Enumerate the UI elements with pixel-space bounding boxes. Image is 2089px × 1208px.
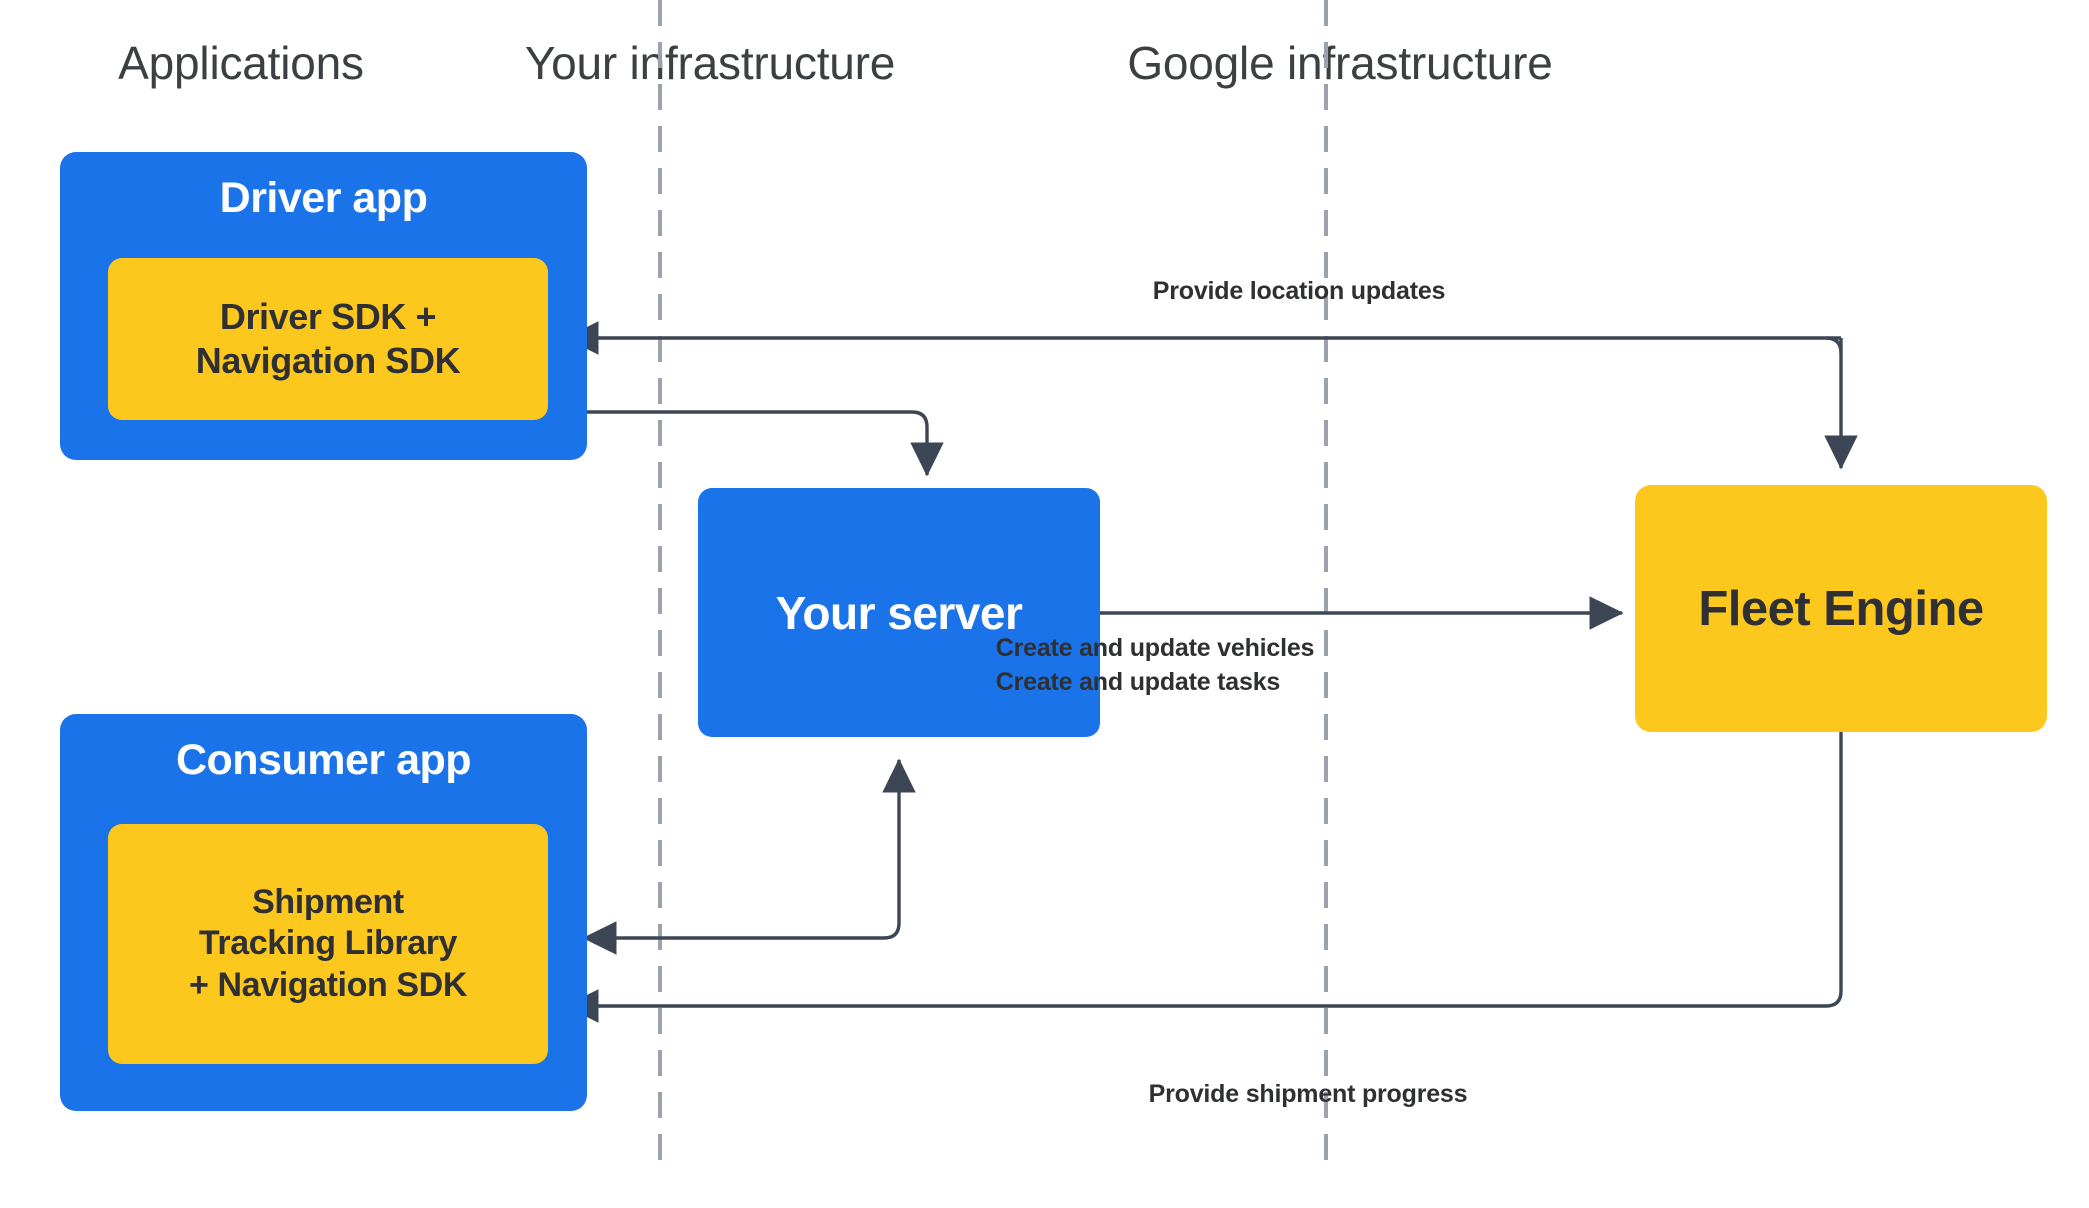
column-header-google-infrastructure: Google infrastructure: [1127, 37, 1553, 89]
driver-sdk-line-1: Driver SDK +: [219, 296, 437, 338]
edge-label-create-and-update-tasks: Create and update tasks: [995, 667, 1281, 696]
node-consumer-app[interactable]: Consumer app Shipment Tracking Library +…: [60, 714, 587, 1111]
consumer-sdk-line-3: + Navigation SDK: [189, 965, 467, 1004]
node-your-server[interactable]: Your server: [698, 488, 1100, 737]
edge-label-create-and-update: Create and update vehicles Create and up…: [996, 632, 1315, 700]
driver-app-title: Driver app: [219, 174, 428, 222]
driver-sdk-line-2: Navigation SDK: [195, 340, 461, 381]
edge-fleet-engine-to-consumer-sdk-vertical: [1825, 732, 1843, 1008]
edge-label-provide-shipment-progress: Provide shipment progress: [1148, 1080, 1468, 1108]
edge-label-create-and-update-vehicles: Create and update vehicles: [995, 634, 1315, 662]
consumer-app-title: Consumer app: [175, 736, 472, 784]
edge-fleet-engine-corner-top: [1825, 336, 1843, 354]
node-driver-sdk[interactable]: Driver SDK + Navigation SDK: [108, 258, 548, 420]
node-driver-app[interactable]: Driver app Driver SDK + Navigation SDK: [60, 152, 587, 460]
your-server-label: Your server: [775, 586, 1023, 639]
consumer-sdk-line-1: Shipment: [252, 882, 404, 921]
node-fleet-engine[interactable]: Fleet Engine: [1635, 485, 2047, 732]
consumer-sdk-line-2: Tracking Library: [198, 924, 458, 963]
node-consumer-sdk[interactable]: Shipment Tracking Library + Navigation S…: [108, 824, 548, 1064]
fleet-engine-label: Fleet Engine: [1698, 581, 1984, 636]
consumer-sdk-label: Shipment Tracking Library + Navigation S…: [189, 882, 467, 1006]
column-header-applications: Applications: [118, 37, 364, 89]
column-header-your-infrastructure: Your infrastructure: [524, 37, 896, 89]
edge-server-to-consumer-sdk-vertical: [882, 758, 916, 940]
edge-server-to-driver-app-vertical: [910, 410, 944, 477]
driver-sdk-label: Driver SDK + Navigation SDK: [195, 295, 461, 383]
edge-label-provide-location-updates: Provide location updates: [1152, 277, 1446, 305]
